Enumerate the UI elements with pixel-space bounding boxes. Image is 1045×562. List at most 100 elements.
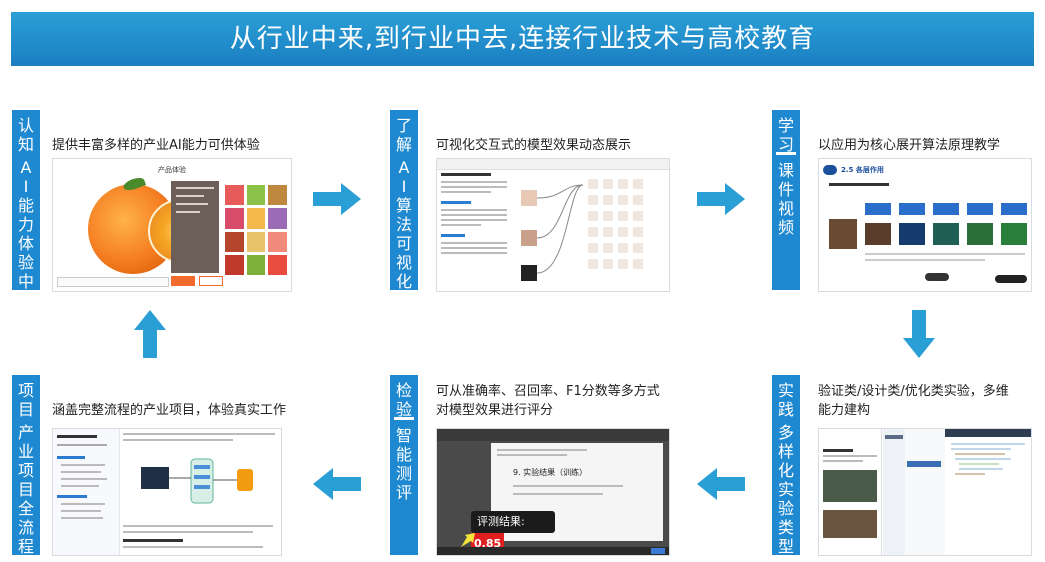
network-visualization	[521, 179, 643, 281]
slide-title: 2.5 各层作用	[841, 166, 884, 174]
project-flow-diagram	[141, 458, 253, 504]
sample-thumbnail-grid	[225, 185, 287, 275]
arrow-right-icon	[313, 183, 361, 215]
pointer-arrow-icon	[461, 533, 475, 547]
panel-evaluate-desc: 可从准确率、召回率、F1分数等多方式 对模型效果进行评分	[436, 382, 660, 420]
slide-diagram	[865, 203, 1029, 271]
bar-body-char: 能	[395, 445, 412, 464]
bar-body-char: 验	[17, 253, 34, 272]
bar-body-char: 型	[777, 537, 794, 556]
bar-cap-char: 认	[17, 116, 34, 135]
banner-title: 从行业中来,到行业中去,连接行业技术与高校教育	[11, 12, 1034, 66]
desc-line: 以应用为核心展开算法原理教学	[818, 138, 1001, 153]
bar-body-char: A	[398, 158, 410, 177]
bar-body-char: A	[20, 158, 32, 177]
panel-project-desc: 涵盖完整流程的产业项目，体验真实工作	[52, 401, 286, 420]
bar-body-char: 验	[777, 499, 794, 518]
panel-understand-desc: 可视化交互式的模型效果动态展示	[436, 136, 631, 155]
arrow-up-icon	[134, 310, 166, 358]
submit-button[interactable]	[651, 548, 665, 554]
panel-understand-bar: 了解 A I 算 法 可 视 化	[390, 110, 418, 291]
bar-cap-char: 检	[395, 381, 412, 400]
bar-cap-char: 目	[17, 400, 34, 419]
bar-body-char: 程	[17, 537, 34, 556]
bar-body-char: 智	[395, 426, 412, 445]
eval-result-box: 评测结果: 0.85	[471, 511, 555, 555]
bar-body-char: 频	[777, 218, 794, 237]
bar-body-char: 化	[395, 272, 412, 291]
eval-result-label: 评测结果:	[477, 515, 525, 528]
bar-body-char: 中	[17, 272, 34, 291]
panel-project-bar: 项目 产 业 项 目 全 流 程	[12, 375, 40, 556]
bar-body-char: 样	[777, 442, 794, 461]
bar-body-char: 项	[17, 461, 34, 480]
panel-learn-bar: 学习 课 件 视 频	[772, 110, 800, 290]
bar-body-char: 实	[777, 480, 794, 499]
bar-cap-char: 项	[17, 381, 34, 400]
upload-button[interactable]	[171, 276, 195, 286]
panel-learn-desc: 以应用为核心展开算法原理教学	[818, 136, 1000, 155]
try-button[interactable]	[199, 276, 223, 286]
result-panel	[171, 181, 219, 273]
section-title: 9. 实验结果（训练）	[513, 468, 588, 477]
desc-line: 验证类/设计类/优化类实验，多维	[818, 384, 1009, 399]
arrow-left-icon	[313, 468, 361, 500]
bar-body-char: 化	[777, 461, 794, 480]
panel-cognition-bar: 认知 A I 能 力 体 验 中 心	[12, 110, 40, 310]
desc-line: 可从准确率、召回率、F1分数等多方式	[436, 384, 660, 399]
panel-cognition-desc: 提供丰富多样的产业AI能力可供体验	[52, 136, 260, 155]
arrow-down-icon	[903, 310, 935, 358]
bar-cap-char: 了	[395, 116, 412, 135]
bar-body-char: 多	[777, 423, 794, 442]
bar-body-char: 全	[17, 499, 34, 518]
bar-cap-char: 解	[395, 135, 412, 154]
bar-body-char: 课	[777, 161, 794, 180]
bar-body-char: 目	[17, 480, 34, 499]
panel-practice-bar: 实践 多 样 化 实 验 类 型	[772, 375, 800, 556]
arrow-right-icon	[697, 183, 745, 215]
panel-practice-desc: 验证类/设计类/优化类实验，多维 能力建构	[818, 382, 1009, 420]
search-input[interactable]	[57, 277, 169, 287]
bar-cap-char: 知	[17, 135, 34, 154]
project-sidebar	[53, 429, 120, 555]
bar-cap-char: 实	[777, 381, 794, 400]
bar-cap-char: 验	[395, 400, 412, 419]
bar-body-char: 类	[777, 518, 794, 537]
bar-body-char: 体	[17, 234, 34, 253]
desc-line: 涵盖完整流程的产业项目，体验真实工作	[52, 403, 287, 418]
arrow-left-icon	[697, 468, 745, 500]
bar-body-char: 业	[17, 442, 34, 461]
evaluation-screenshot: 9. 实验结果（训练） 评测结果: 0.85	[436, 428, 670, 556]
bar-cap-char: 学	[777, 116, 794, 135]
courseware-screenshot: 2.5 各层作用	[818, 158, 1032, 292]
bar-body-char: 能	[17, 196, 34, 215]
bar-body-char: 算	[395, 196, 412, 215]
bar-body-char: 评	[395, 483, 412, 502]
bar-divider	[394, 417, 414, 420]
experiment-screenshot	[818, 428, 1032, 556]
desc-line: 提供丰富多样的产业AI能力可供体验	[52, 138, 260, 153]
panel-evaluate-bar: 检验 智 能 测 评	[390, 375, 418, 555]
bar-body-char: 产	[17, 423, 34, 442]
bar-body-char: 法	[395, 215, 412, 234]
shot-title: 产品体验	[158, 166, 186, 174]
bar-body-char: 视	[777, 199, 794, 218]
bar-cap-char: 践	[777, 400, 794, 419]
code-panel	[945, 429, 1031, 555]
bar-body-char: 件	[777, 180, 794, 199]
desc-line: 可视化交互式的模型效果动态展示	[436, 138, 632, 153]
bar-body-char: 测	[395, 464, 412, 483]
bar-cap-char: 习	[777, 135, 794, 154]
bar-body-char: 力	[17, 215, 34, 234]
visualization-screenshot	[436, 158, 670, 292]
bar-body-char: 流	[17, 518, 34, 537]
bar-body-char: 可	[395, 234, 412, 253]
project-screenshot	[52, 428, 282, 556]
bar-body-char: I	[401, 177, 407, 196]
desc-line: 能力建构	[818, 403, 871, 418]
bar-body-char: 心	[17, 291, 34, 310]
text-column	[441, 173, 507, 287]
bar-divider	[776, 152, 796, 155]
desc-line: 对模型效果进行评分	[436, 403, 554, 418]
ai-experience-screenshot: 产品体验	[52, 158, 292, 292]
